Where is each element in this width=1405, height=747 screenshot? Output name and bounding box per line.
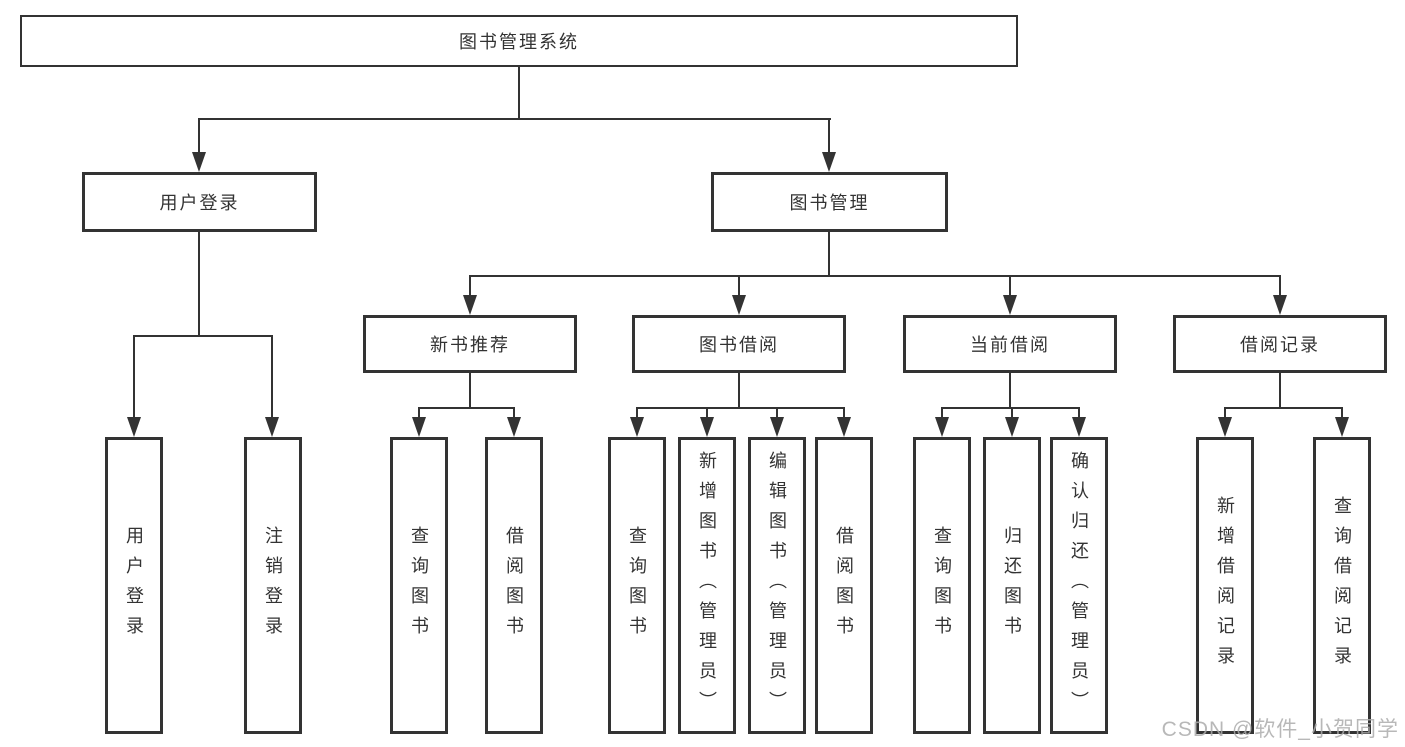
arrow-down-icon bbox=[822, 152, 836, 172]
node-query-borrow-record: 查询借阅记录 bbox=[1313, 437, 1371, 734]
node-label: 借阅图书 bbox=[504, 525, 524, 646]
connector-line bbox=[1279, 275, 1281, 299]
node-label: 查询图书 bbox=[627, 525, 647, 646]
node-logout-leaf: 注销登录 bbox=[244, 437, 302, 734]
node-book-management: 图书管理 bbox=[711, 172, 948, 232]
connector-line bbox=[133, 335, 273, 337]
node-label: 借阅图书 bbox=[834, 525, 854, 646]
connector-line bbox=[271, 335, 273, 419]
connector-line bbox=[636, 407, 638, 420]
connector-line bbox=[1009, 275, 1011, 299]
node-label: 新增借阅记录 bbox=[1215, 495, 1235, 676]
connector-line bbox=[738, 275, 740, 299]
connector-line bbox=[518, 66, 520, 120]
connector-line bbox=[941, 407, 1079, 409]
arrow-down-icon bbox=[507, 417, 521, 437]
node-user-login: 用户登录 bbox=[82, 172, 317, 232]
arrow-down-icon bbox=[770, 417, 784, 437]
node-borrow-books-borrowing: 借阅图书 bbox=[815, 437, 873, 734]
connector-line bbox=[469, 372, 471, 409]
arrow-down-icon bbox=[1072, 417, 1086, 437]
connector-line bbox=[1011, 407, 1013, 420]
connector-line bbox=[1078, 407, 1080, 420]
connector-line bbox=[706, 407, 708, 420]
node-label: 确认归还（管理员） bbox=[1069, 450, 1089, 721]
connector-line bbox=[1224, 407, 1226, 420]
connector-line bbox=[469, 275, 471, 299]
node-library-management-system: 图书管理系统 bbox=[20, 15, 1018, 67]
node-book-borrowing: 图书借阅 bbox=[632, 315, 846, 373]
node-new-book-recommendation: 新书推荐 bbox=[363, 315, 577, 373]
connector-line bbox=[1224, 407, 1342, 409]
node-label: 查询图书 bbox=[932, 525, 952, 646]
arrow-down-icon bbox=[935, 417, 949, 437]
connector-line bbox=[469, 275, 1281, 277]
arrow-down-icon bbox=[1005, 417, 1019, 437]
connector-line bbox=[1279, 372, 1281, 409]
connector-line bbox=[738, 372, 740, 409]
node-query-books-current: 查询图书 bbox=[913, 437, 971, 734]
node-add-borrow-record: 新增借阅记录 bbox=[1196, 437, 1254, 734]
arrow-down-icon bbox=[630, 417, 644, 437]
connector-line bbox=[198, 231, 200, 337]
node-add-books-admin: 新增图书（管理员） bbox=[678, 437, 736, 734]
arrow-down-icon bbox=[192, 152, 206, 172]
connector-line bbox=[513, 407, 515, 420]
node-query-books-recommend: 查询图书 bbox=[390, 437, 448, 734]
node-label: 查询借阅记录 bbox=[1332, 495, 1352, 676]
node-confirm-return-admin: 确认归还（管理员） bbox=[1050, 437, 1108, 734]
arrow-down-icon bbox=[1003, 295, 1017, 315]
arrow-down-icon bbox=[127, 417, 141, 437]
node-label: 新增图书（管理员） bbox=[697, 450, 717, 721]
connector-line bbox=[843, 407, 845, 420]
arrow-down-icon bbox=[1218, 417, 1232, 437]
node-current-borrowing: 当前借阅 bbox=[903, 315, 1117, 373]
connector-line bbox=[1009, 372, 1011, 409]
csdn-watermark: CSDN @软件_小贺同学 bbox=[1161, 718, 1399, 741]
node-label: 编辑图书（管理员） bbox=[767, 450, 787, 721]
connector-line bbox=[776, 407, 778, 420]
arrow-down-icon bbox=[412, 417, 426, 437]
arrow-down-icon bbox=[732, 295, 746, 315]
connector-line bbox=[941, 407, 943, 420]
node-query-books-borrowing: 查询图书 bbox=[608, 437, 666, 734]
node-borrow-books-recommend: 借阅图书 bbox=[485, 437, 543, 734]
node-borrowing-records: 借阅记录 bbox=[1173, 315, 1387, 373]
arrow-down-icon bbox=[265, 417, 279, 437]
node-return-books: 归还图书 bbox=[983, 437, 1041, 734]
node-label: 归还图书 bbox=[1002, 525, 1022, 646]
connector-line bbox=[418, 407, 420, 420]
connector-line bbox=[828, 118, 830, 156]
arrow-down-icon bbox=[1335, 417, 1349, 437]
connector-line bbox=[198, 118, 831, 120]
connector-line bbox=[133, 335, 135, 419]
arrow-down-icon bbox=[700, 417, 714, 437]
node-label: 查询图书 bbox=[409, 525, 429, 646]
connector-line bbox=[828, 231, 830, 277]
node-label: 用户登录 bbox=[124, 525, 144, 646]
node-user-login-leaf: 用户登录 bbox=[105, 437, 163, 734]
node-label: 注销登录 bbox=[263, 525, 283, 646]
node-edit-books-admin: 编辑图书（管理员） bbox=[748, 437, 806, 734]
arrow-down-icon bbox=[463, 295, 477, 315]
connector-line bbox=[418, 407, 515, 409]
arrow-down-icon bbox=[1273, 295, 1287, 315]
arrow-down-icon bbox=[837, 417, 851, 437]
connector-line bbox=[198, 118, 200, 156]
connector-line bbox=[1341, 407, 1343, 420]
connector-line bbox=[636, 407, 844, 409]
